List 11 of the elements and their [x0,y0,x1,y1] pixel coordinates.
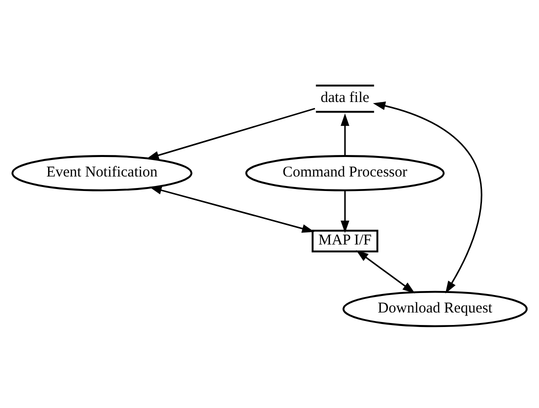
arrow [146,108,316,160]
arrow [340,113,350,156]
arrow [372,102,482,294]
node-ellipse: Download Request [342,290,528,328]
arrow [356,250,415,294]
node-ellipse: Event Notification [11,155,192,192]
arrow [340,190,350,233]
node-ellipse: Command Processor [245,155,445,192]
arrow [149,186,314,233]
node-box: MAP I/F [312,230,378,252]
node-text: data file [320,90,370,106]
